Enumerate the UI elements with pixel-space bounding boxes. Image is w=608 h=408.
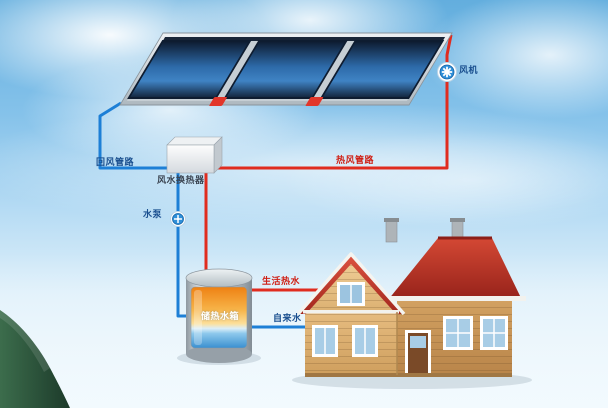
hot-air-pipe-label: 热风管路	[336, 156, 375, 166]
fan-label: 风机	[459, 66, 479, 76]
heat-exchanger	[166, 136, 223, 174]
pump-icon	[170, 211, 186, 227]
heat-exchanger-label: 风水换热器	[157, 176, 205, 186]
window	[312, 325, 338, 357]
storage-tank-label: 储热水箱	[201, 312, 240, 322]
chimney	[385, 219, 398, 243]
house-main-roof	[388, 238, 522, 300]
window	[480, 316, 508, 350]
return-air-pipe-label: 回风管路	[96, 158, 135, 168]
window	[443, 316, 473, 350]
solar-collector	[119, 32, 453, 106]
house	[296, 218, 526, 377]
attic-window	[337, 282, 365, 306]
door	[405, 330, 431, 375]
domestic-hot-water-label: 生活热水	[262, 277, 301, 287]
fan-icon	[437, 62, 457, 82]
window	[352, 325, 378, 357]
pump-label: 水泵	[143, 210, 163, 220]
tap-water-label: 自来水	[273, 314, 302, 324]
